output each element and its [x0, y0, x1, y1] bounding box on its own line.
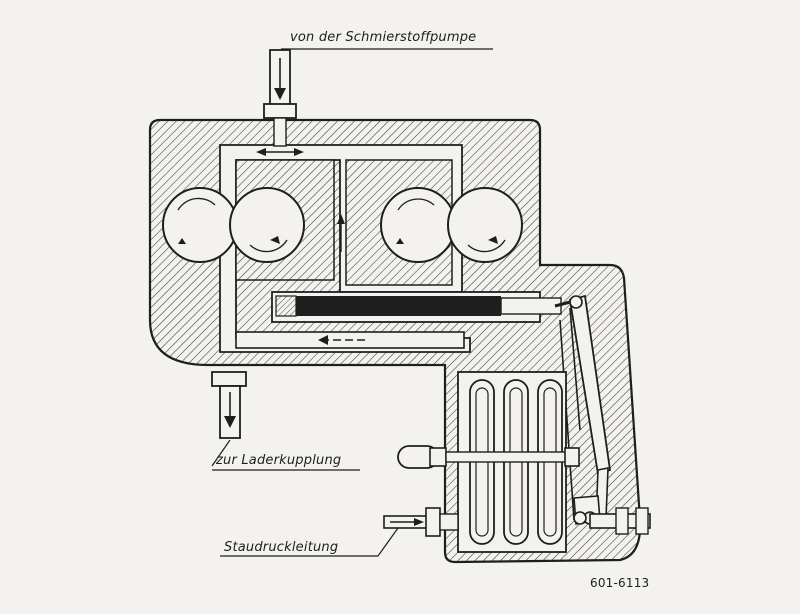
inlet-fitting — [263, 103, 297, 119]
inlet-arrow-head — [274, 88, 286, 100]
pressure-line-label: Staudruckleitung — [224, 540, 339, 555]
coupling-leader — [211, 439, 231, 467]
split-arrow-right — [294, 148, 304, 156]
gear-pair-left — [162, 187, 305, 263]
split-arrow-left — [256, 148, 266, 156]
bottom-bolt — [589, 507, 651, 535]
outlet-arrow-head — [224, 416, 236, 428]
pressure-line-pipe — [383, 507, 459, 537]
coupling-outlet-label: zur Laderkupplung — [216, 453, 342, 468]
pressure-leader-diagonal — [377, 527, 399, 557]
middle-arrow-head — [337, 214, 345, 224]
gear-pair-right — [380, 187, 523, 263]
outlet-fitting — [211, 371, 247, 387]
piston-extension — [500, 297, 562, 315]
piston-end — [275, 295, 297, 317]
pump-inlet-label: von der Schmierstoffpumpe — [290, 30, 477, 45]
inlet-passage — [273, 117, 287, 147]
return-arrow-head — [318, 335, 328, 345]
bellows-spindle — [397, 445, 580, 469]
piston-rod — [296, 296, 501, 316]
figure-number: 601-6113 — [590, 576, 650, 590]
